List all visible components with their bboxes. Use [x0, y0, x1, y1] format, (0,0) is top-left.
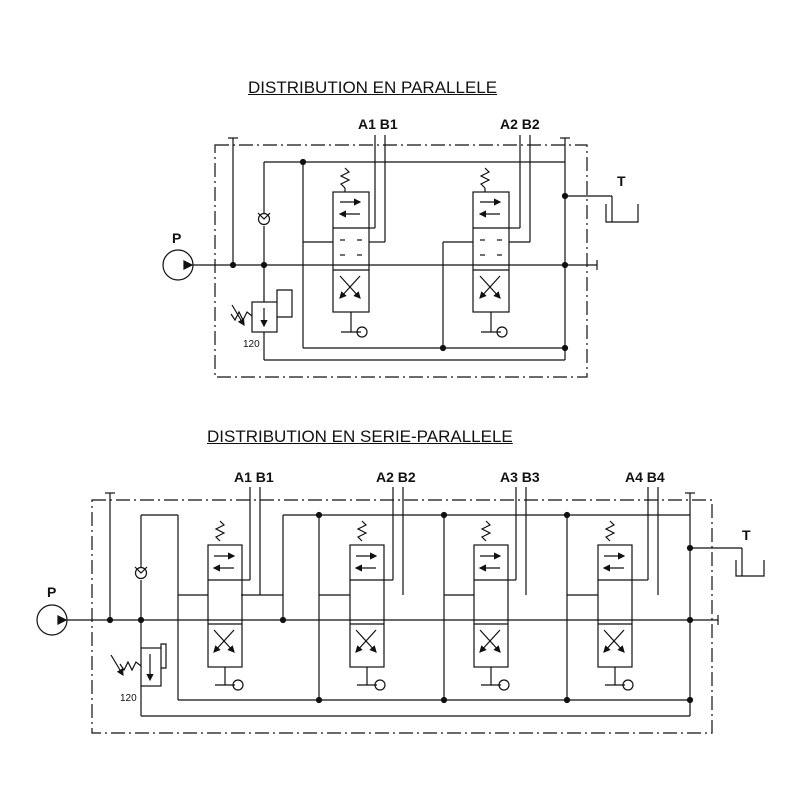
- tank-icon: [735, 560, 765, 577]
- pump-label: P: [172, 230, 181, 246]
- pump-icon: [162, 249, 194, 281]
- valve-section-1-icon: [303, 135, 386, 338]
- pump-icon: [36, 604, 68, 636]
- section-2-ports: A2 B2: [500, 116, 540, 132]
- parallel-enclosure: [214, 144, 588, 378]
- tank-label: T: [617, 173, 626, 189]
- valve-section-2-icon: [442, 135, 531, 348]
- valve-section-1-icon: [207, 487, 261, 691]
- parallel-diagram: [162, 135, 639, 378]
- relief-valve-icon: [110, 620, 167, 716]
- valve-section-4-icon: [567, 487, 659, 691]
- valve-section-3-icon: [444, 487, 527, 691]
- section-3-ports: A3 B3: [500, 469, 540, 485]
- series-parallel-title: DISTRIBUTION EN SERIE-PARALLELE: [207, 427, 513, 446]
- check-valve-icon: [134, 566, 148, 580]
- section-1-ports: A1 B1: [358, 116, 398, 132]
- tank-icon: [605, 204, 639, 223]
- section-4-ports: A4 B4: [625, 469, 665, 485]
- relief-valve-icon: [230, 265, 293, 360]
- series-parallel-diagram: [36, 487, 765, 734]
- section-2-ports: A2 B2: [376, 469, 416, 485]
- relief-setting: 120: [120, 693, 137, 704]
- relief-setting: 120: [243, 339, 260, 350]
- parallel-title: DISTRIBUTION EN PARALLELE: [248, 78, 498, 97]
- tank-label: T: [742, 527, 751, 543]
- valve-section-2-icon: [319, 487, 404, 691]
- section-1-ports: A1 B1: [234, 469, 274, 485]
- check-valve-icon: [257, 212, 271, 226]
- series-parallel-enclosure: [91, 499, 713, 734]
- pump-label: P: [47, 584, 56, 600]
